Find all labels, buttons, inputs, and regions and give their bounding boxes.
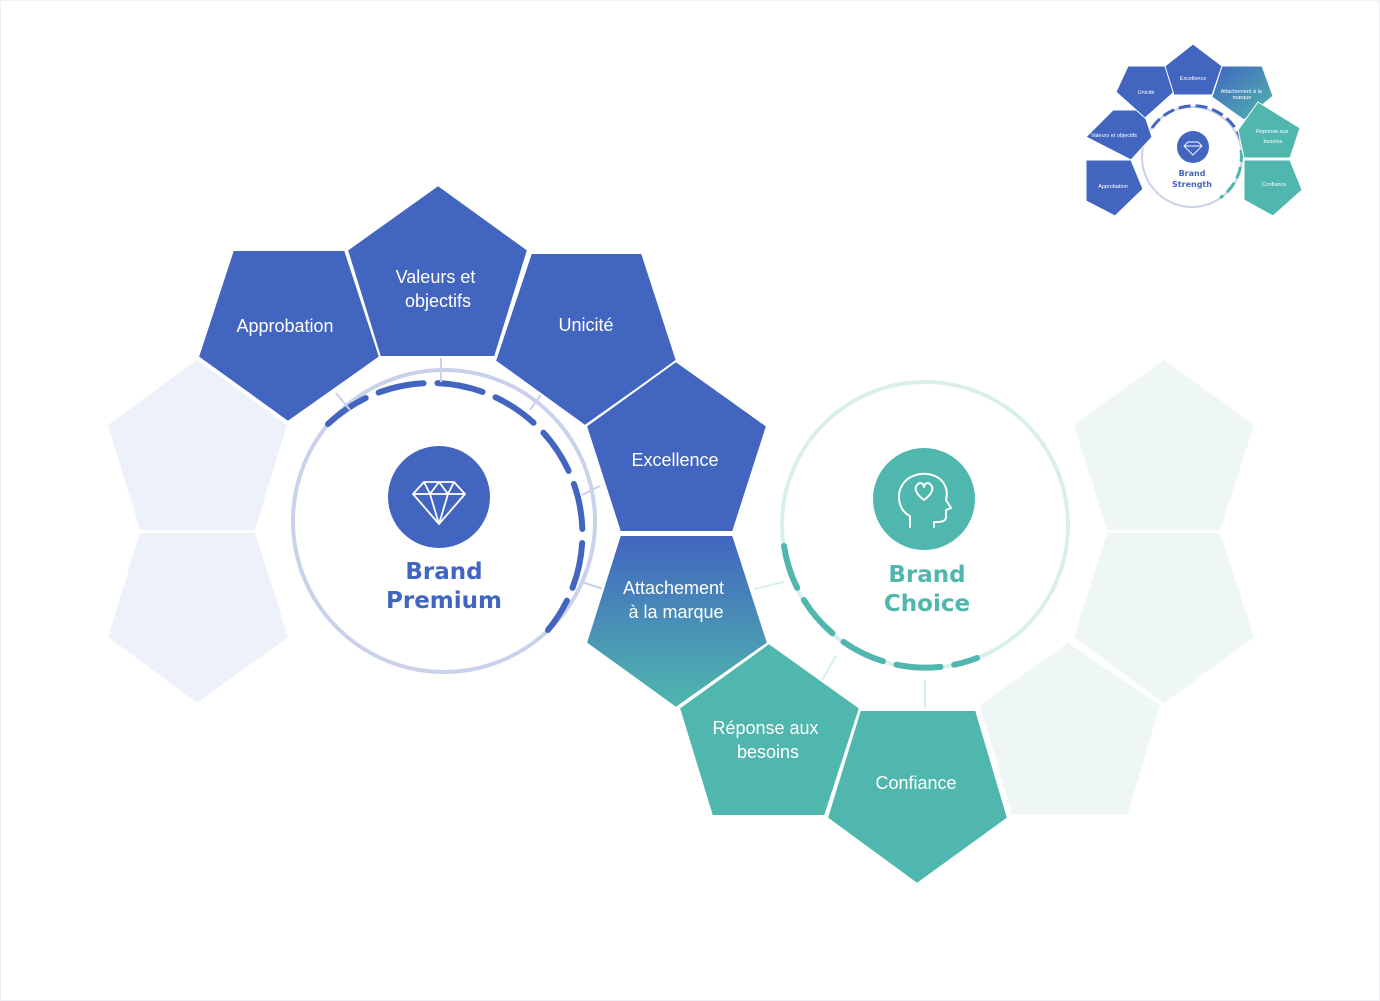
faded-pentagon (1074, 360, 1254, 530)
segment-excellence[interactable] (584, 359, 769, 533)
segment-valeurs[interactable] (345, 183, 530, 358)
thumb-diamond-icon-badge (1177, 131, 1209, 163)
faded-pentagon (980, 643, 1160, 814)
thumb-hub-title-line2: Strength (1172, 180, 1212, 189)
label-approbation: Approbation (236, 316, 333, 336)
faded-pentagons-left (108, 360, 288, 703)
thumb-label-confiance: Confiance (1262, 182, 1287, 188)
thumb-segment-approbation[interactable] (1085, 159, 1144, 217)
thumb-diamond-icon (1183, 141, 1203, 156)
thumb-label-excellence: Excellence (1180, 76, 1207, 82)
hub-premium: Brand Premium (386, 446, 502, 614)
hub-premium-title-line1: Brand (405, 559, 482, 585)
head-heart-icon (897, 472, 952, 528)
thumb-hub-title-line1: Brand (1179, 169, 1206, 178)
hub-choice: Brand Choice (873, 448, 975, 617)
thumbnail-diagram: Valeurs et objectifs Approbation Unicité… (1085, 43, 1303, 217)
hub-choice-title-line2: Choice (884, 591, 970, 617)
segment-confiance[interactable] (825, 709, 1010, 886)
label-excellence: Excellence (631, 450, 718, 470)
label-valeurs: Valeurs et objectifs (396, 267, 481, 311)
segment-labels: Approbation Valeurs et objectifs Unicité… (236, 267, 956, 793)
thumb-segment-unicite[interactable] (1115, 65, 1175, 119)
thumb-label-valeurs: Valeurs et objectifs (1091, 133, 1137, 139)
segment-approbation[interactable] (196, 249, 382, 424)
thumb-segment-excellence[interactable] (1164, 43, 1223, 96)
faded-pentagons-right (980, 360, 1254, 814)
thumb-label-unicite: Unicité (1138, 90, 1155, 96)
thumb-segment-confiance[interactable] (1243, 159, 1303, 217)
diamond-icon-badge (388, 446, 490, 548)
thumb-segment-reponse[interactable] (1237, 101, 1301, 159)
hub-choice-title-line1: Brand (888, 562, 965, 588)
diamond-icon (412, 481, 466, 525)
thumb-label-attachement: Attachement à la marque (1221, 89, 1264, 101)
label-confiance: Confiance (875, 773, 956, 793)
thumb-label-approbation: Approbation (1098, 184, 1128, 190)
label-unicite: Unicité (558, 315, 613, 335)
faded-pentagon (108, 533, 288, 703)
hub-premium-title-line2: Premium (386, 588, 502, 614)
faded-pentagon (108, 360, 287, 530)
label-reponse: Réponse aux besoins (712, 718, 823, 762)
faded-pentagon (1074, 533, 1254, 703)
segment-reponse[interactable] (677, 641, 862, 817)
connector-ticks (335, 358, 926, 710)
segment-attachement[interactable] (584, 534, 770, 710)
segments (196, 183, 1010, 886)
thumb-label-reponse: Réponse aux besoins (1256, 129, 1290, 145)
label-attachement: Attachement à la marque (623, 578, 729, 622)
